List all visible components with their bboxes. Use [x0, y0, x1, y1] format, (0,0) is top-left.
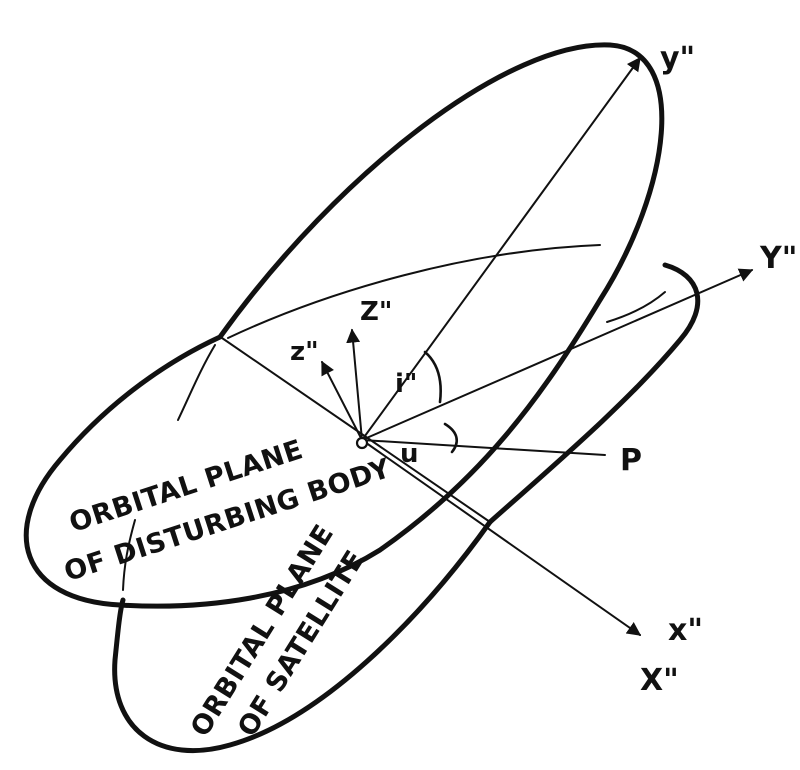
inclination-label: i" [395, 369, 417, 399]
disturbing-body-orbit [23, 42, 665, 609]
x-pp-axis [361, 439, 642, 636]
y-pp-axis [361, 56, 641, 441]
Z-pp-axis [346, 328, 363, 441]
satellite-orbit-front [487, 262, 701, 525]
x-pp-label: x" [668, 613, 703, 648]
u-angle-arc [443, 422, 459, 454]
y-pp-label: y" [660, 41, 695, 76]
satellite-orbit-hidden-lower [122, 519, 136, 591]
satellite-orbit-hidden-right [606, 291, 666, 323]
satellite-orbit-back [112, 519, 493, 754]
p-point-label: P [620, 443, 642, 478]
u-label: u [400, 439, 419, 469]
satellite-orbit-hidden-upper [227, 244, 601, 339]
satellite-orbit-hidden-left [177, 344, 216, 421]
origin-point [355, 436, 369, 450]
Y-pp-label: Y" [759, 241, 797, 276]
Y-pp-axis [361, 268, 754, 441]
z-pp-label: z" [290, 337, 319, 367]
line-to-p [361, 439, 606, 456]
X-pp-label: X" [640, 663, 679, 698]
inclination-arc [423, 350, 442, 404]
z-pp-axis [321, 360, 363, 441]
Z-pp-label: Z" [360, 297, 392, 327]
